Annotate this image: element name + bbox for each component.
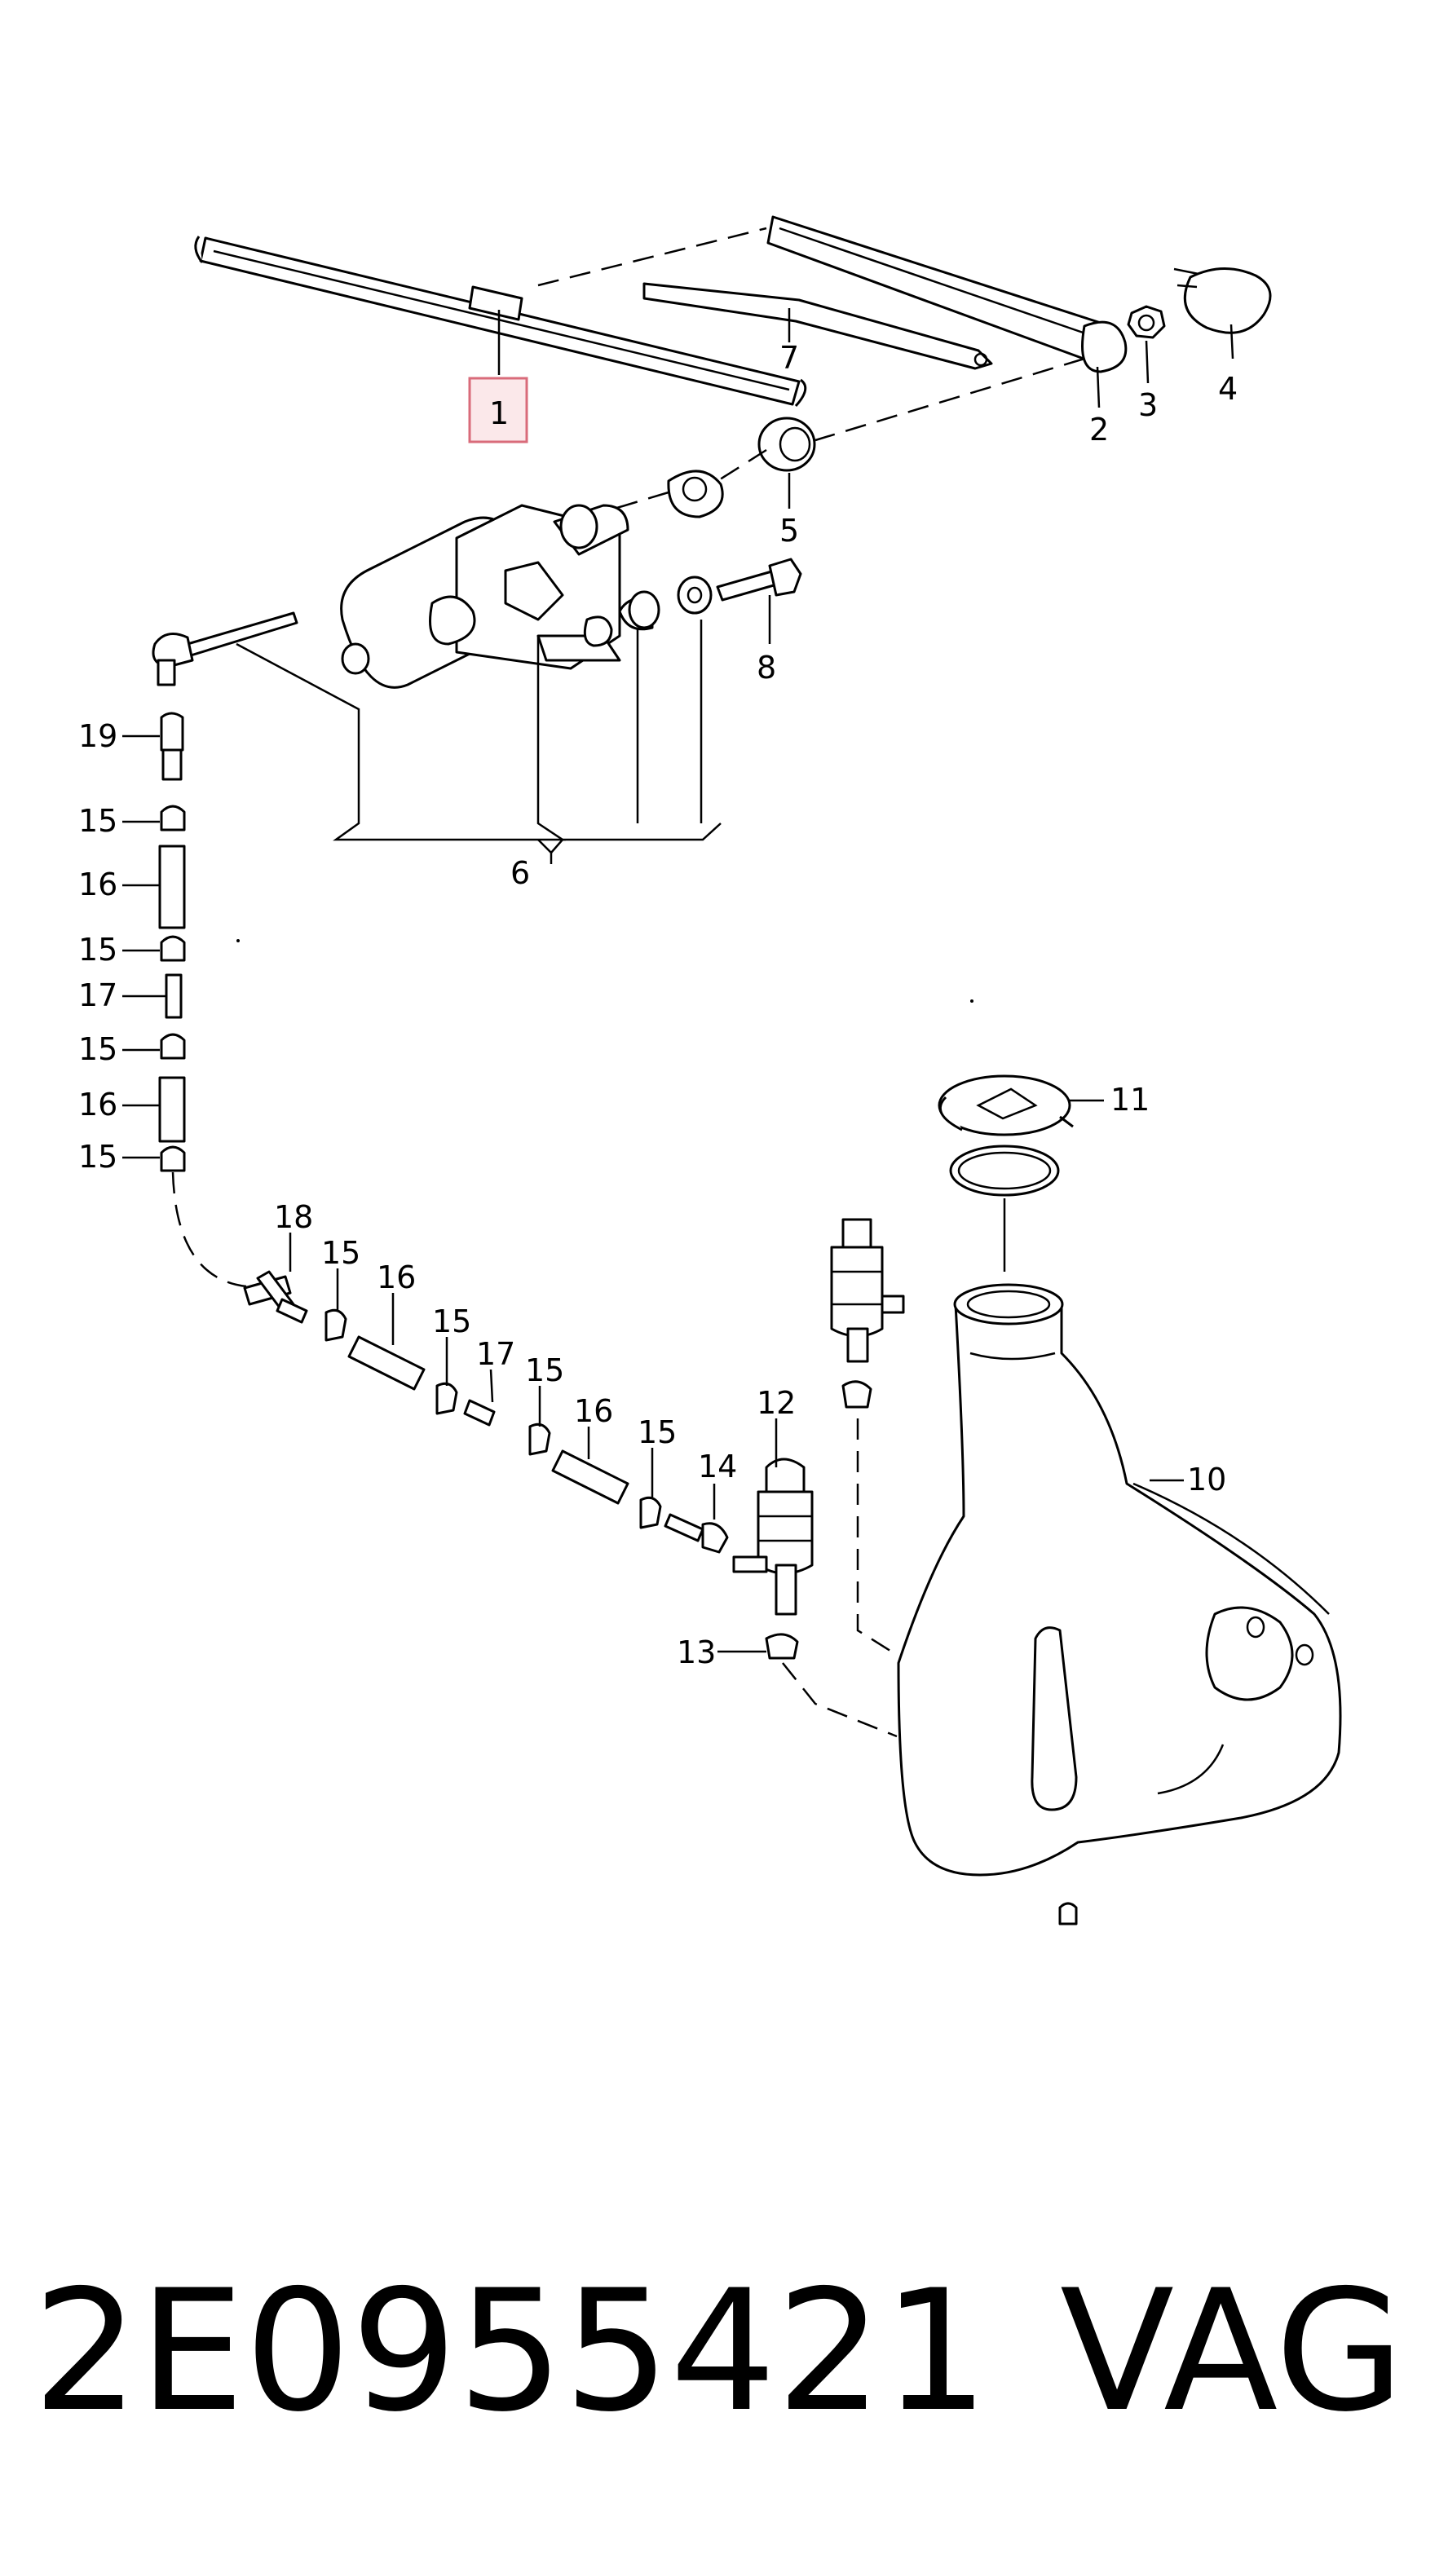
wiper-arm [537,215,1128,373]
callout-12: 12 [757,1385,796,1421]
washer-pump-front [732,1458,898,1738]
wiper-motor [340,504,629,689]
callout-lower-18: 18 [274,1199,313,1235]
washer-reservoir [897,1283,1342,1925]
callout-left-15c: 15 [78,1031,117,1067]
callout-3: 3 [1138,387,1158,423]
callout-6: 6 [510,855,530,891]
callout-lower-15a: 15 [321,1235,360,1271]
callout-19: 19 [78,718,117,754]
left-hose-chain [158,712,247,1288]
callout-2: 2 [1089,412,1109,448]
callout-left-16a: 16 [78,867,117,902]
callout-7: 7 [779,340,799,376]
brand-caption: VAG [1060,2255,1405,2449]
callout-11: 11 [1110,1082,1150,1118]
filler-cap [938,1074,1074,1272]
callout-lower-15b: 15 [432,1303,471,1339]
callout-5: 5 [779,513,799,549]
hex-nut [1127,305,1166,339]
callout-13: 13 [677,1634,716,1670]
callout-left-16b: 16 [78,1087,117,1123]
callout-10: 10 [1187,1462,1226,1498]
callout-left-15d: 15 [78,1139,117,1175]
callout-left-15a: 15 [78,803,117,839]
callout-4: 4 [1218,371,1238,407]
motor-spacers [618,558,802,631]
callout-lower-16b: 16 [574,1393,613,1429]
callout-lower-15d: 15 [638,1414,677,1450]
callout-lower-17: 17 [476,1336,515,1372]
part-number-caption: 2E0955421 [33,2255,989,2449]
callout-lower-15c: 15 [525,1352,564,1388]
callout-14: 14 [698,1449,737,1484]
highlight-box [468,377,528,443]
washer-pump-rear [830,1218,905,1656]
callout-lower-16a: 16 [377,1259,416,1295]
arm-spring-rod [642,282,993,370]
lower-hose-chain [243,1270,729,1554]
cover-cap [1173,267,1272,334]
callout-labels: 1 2 3 4 5 6 7 8 10 11 12 13 14 19 15 16 … [78,340,1238,1670]
callout-left-17: 17 [78,977,117,1013]
grommet [667,417,816,518]
callout-8: 8 [757,650,776,686]
washer-line-rod [152,611,298,686]
callout-1: 1 [489,395,509,431]
callout-left-15b: 15 [78,932,117,968]
